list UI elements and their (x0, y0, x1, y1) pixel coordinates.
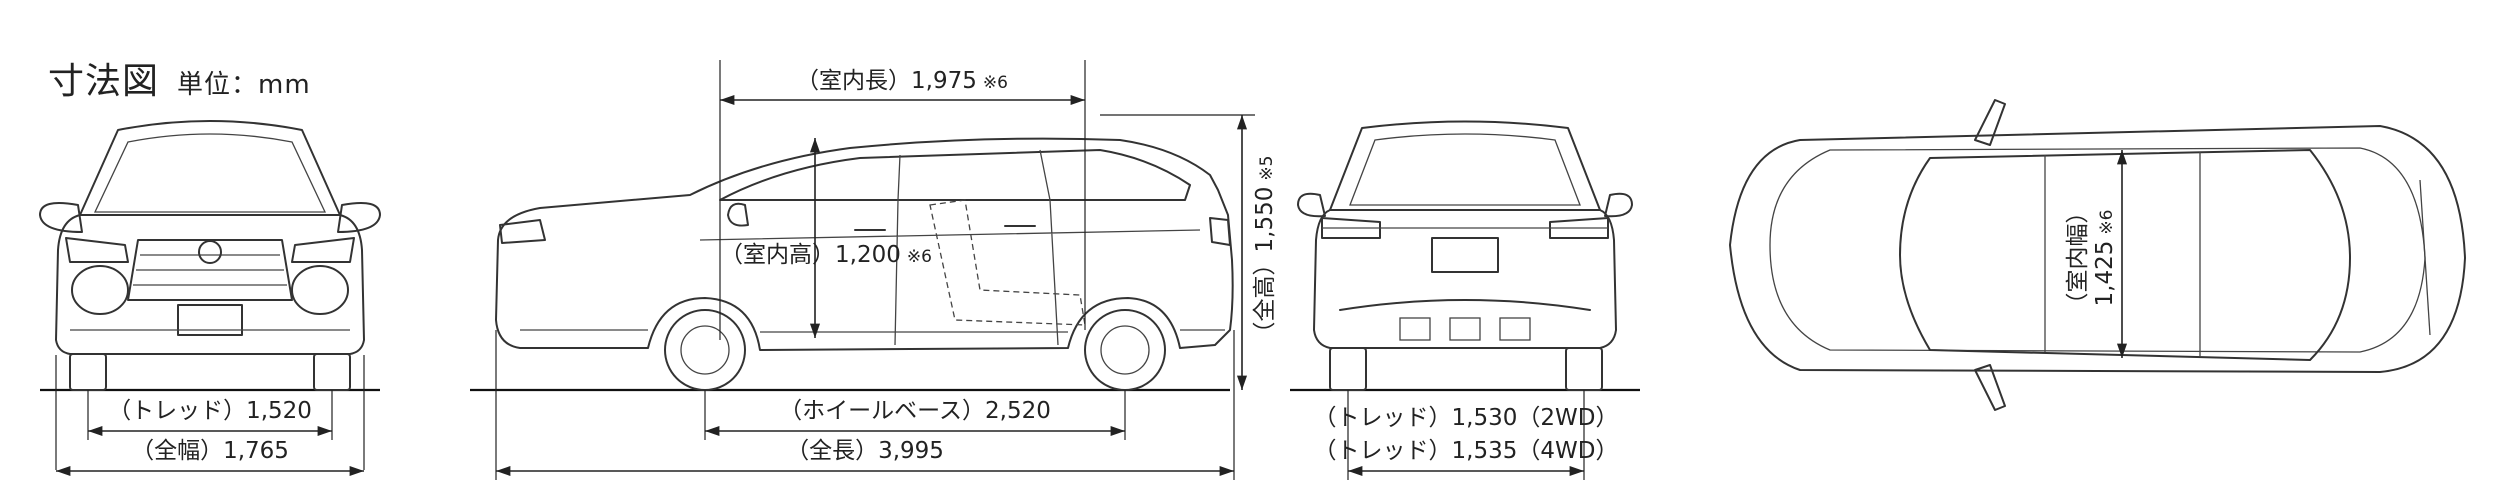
rear-dimensions: （トレッド）1,530（2WD） （トレッド）1,535（4WD） (1314, 390, 1619, 480)
top-dimensions: （室内幅） 1,425※6 (2065, 150, 2128, 358)
rear-view-car (1297, 120, 1633, 391)
overall-length-label: （全長）3,995 (786, 438, 944, 464)
front-view-car (39, 120, 381, 391)
rear-tread-2wd-label: （トレッド）1,530（2WD） (1314, 405, 1619, 431)
interior-length-label: （室内長）1,975※6 (796, 68, 1008, 94)
overall-height-label: （全高）1,550※5 (1252, 156, 1278, 345)
front-width-label: （全幅）1,765 (131, 438, 289, 464)
interior-width-label: （室内幅） (2065, 201, 2091, 316)
interior-width-value: 1,425※6 (2092, 210, 2118, 307)
side-view-car (495, 137, 1234, 391)
title-text: 寸法図 (48, 61, 160, 102)
rear-tread-4wd-label: （トレッド）1,535（4WD） (1314, 438, 1619, 464)
top-view-car (1729, 99, 2466, 411)
wheelbase-label: （ホイールベース）2,520 (779, 398, 1051, 424)
unit-text: 単位：mm (177, 70, 311, 100)
side-dimensions: （室内長）1,975※6 （室内高）1,200※6 （全高）1,550※5 （ホ… (495, 60, 1278, 480)
front-tread-label: （トレッド）1,520 (108, 398, 312, 424)
interior-height-label: （室内高）1,200※6 (720, 242, 932, 268)
front-dimensions: （トレッド）1,520 （全幅）1,765 (55, 355, 365, 477)
diagram-title: 寸法図単位：mm (48, 52, 311, 104)
